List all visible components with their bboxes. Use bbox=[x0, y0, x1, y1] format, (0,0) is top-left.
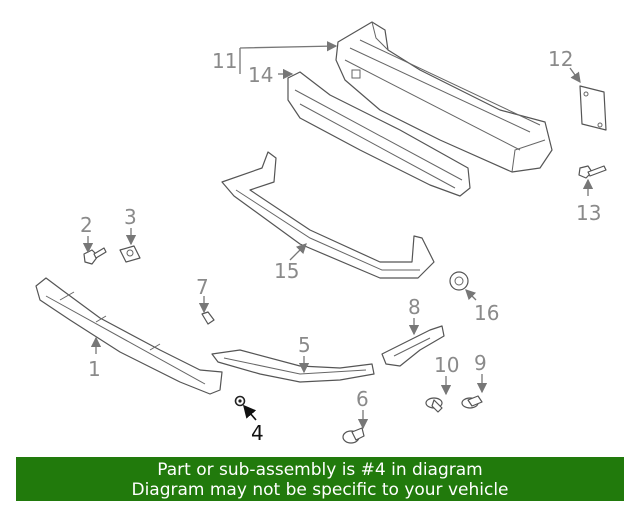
part-9-push-clip bbox=[461, 395, 483, 409]
leader-16 bbox=[465, 289, 477, 301]
callout-13: 13 bbox=[576, 201, 601, 225]
callout-4: 4 bbox=[251, 421, 264, 445]
part-12-bracket-plate bbox=[579, 85, 607, 131]
part-15-lower-support bbox=[221, 151, 435, 279]
part-13-bolt bbox=[578, 165, 607, 179]
callout-12: 12 bbox=[548, 47, 573, 71]
callout-1: 1 bbox=[88, 357, 101, 381]
callout-8: 8 bbox=[408, 295, 421, 319]
info-banner: Part or sub-assembly is #4 in diagram Di… bbox=[16, 457, 624, 501]
callout-7: 7 bbox=[196, 275, 209, 299]
part-10-push-clip bbox=[425, 397, 443, 413]
callout-16: 16 bbox=[474, 301, 499, 325]
part-7-pin bbox=[201, 311, 215, 325]
banner-line-1: Part or sub-assembly is #4 in diagram bbox=[157, 460, 483, 480]
leader-12 bbox=[569, 67, 581, 84]
leader-15 bbox=[289, 243, 307, 261]
part-1-bracket-rail bbox=[35, 277, 223, 395]
part-3-clip bbox=[119, 245, 141, 263]
callout-14: 14 bbox=[248, 63, 273, 87]
callout-3: 3 bbox=[124, 205, 137, 229]
callout-5: 5 bbox=[298, 333, 311, 357]
part-4-nut bbox=[234, 395, 246, 407]
leader-11 bbox=[239, 46, 336, 74]
callout-6: 6 bbox=[356, 387, 369, 411]
banner-line-2: Diagram may not be specific to your vehi… bbox=[131, 480, 509, 500]
part-5-center-bracket bbox=[211, 349, 375, 383]
callout-15: 15 bbox=[274, 259, 299, 283]
callout-10: 10 bbox=[434, 353, 459, 377]
part-8-side-bracket bbox=[381, 325, 445, 367]
part-11-reinforcement-bar bbox=[335, 21, 553, 173]
callout-9: 9 bbox=[474, 351, 487, 375]
leader-4 bbox=[242, 404, 257, 421]
part-2-bolt bbox=[83, 247, 107, 265]
callout-2: 2 bbox=[80, 213, 93, 237]
callout-11: 11 bbox=[212, 49, 237, 73]
part-14-energy-absorber bbox=[287, 71, 471, 197]
part-6-push-clip bbox=[342, 427, 365, 444]
part-16-nut bbox=[449, 271, 469, 291]
